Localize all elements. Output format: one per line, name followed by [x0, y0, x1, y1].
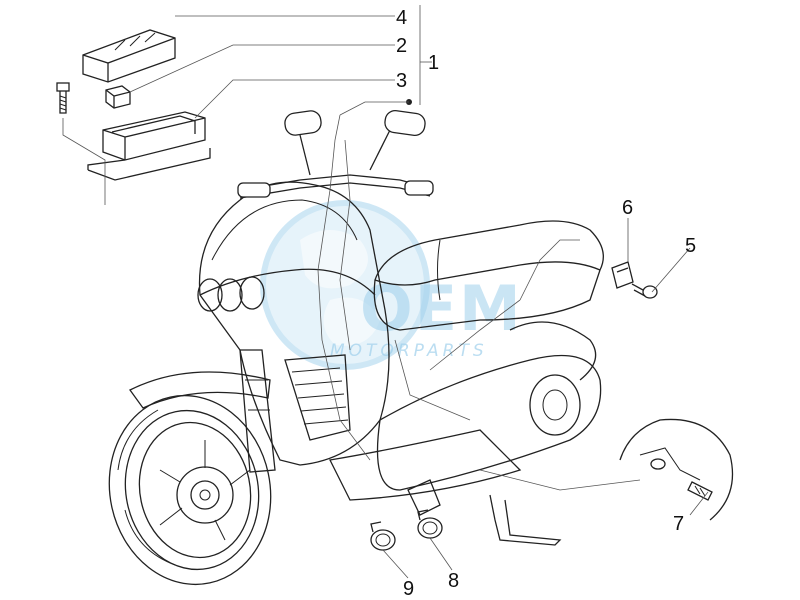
part-7-detail [619, 418, 734, 521]
callout-5: 5 [685, 235, 696, 257]
side-stand [489, 494, 562, 546]
floorboard [329, 429, 522, 501]
part-screw-left [56, 82, 106, 205]
watermark-sub-text: MOTORPARTS [330, 341, 488, 361]
callout-2: 2 [396, 35, 407, 57]
callout-3: 3 [396, 70, 407, 92]
rear-body [376, 354, 602, 491]
headlights [197, 276, 265, 312]
callout-7: 7 [673, 513, 684, 535]
callout-8: 8 [448, 570, 459, 592]
watermark-logo-text: OEM [360, 272, 523, 345]
part-9-clamp [370, 521, 396, 551]
part-6-clip [611, 261, 634, 289]
handlebars [237, 129, 434, 199]
scooter-illustration [108, 109, 641, 586]
leader-lines [129, 5, 709, 579]
seat [373, 220, 604, 331]
watermark: OEM MOTORPARTS [260, 200, 523, 370]
front-wheel [108, 394, 272, 586]
mirrors [284, 109, 426, 137]
part-2-clip [105, 85, 131, 109]
part-8-clamp [417, 509, 443, 539]
callout-4: 4 [396, 7, 407, 29]
front-shield [198, 181, 390, 466]
watermark-globe-icon [260, 200, 430, 370]
callout-9: 9 [403, 578, 414, 600]
callout-6: 6 [622, 197, 633, 219]
front-fork [239, 349, 276, 473]
part-4-box [82, 29, 176, 83]
part-5-screw [631, 283, 658, 299]
front-fender [129, 371, 271, 409]
part-3-tray [87, 111, 211, 181]
side-grille [284, 354, 351, 441]
callout-numbers: 4 2 1 3 6 5 7 8 9 [396, 7, 696, 600]
wiring-harness [317, 114, 641, 491]
callout-1: 1 [428, 52, 439, 74]
rear-wheel [529, 374, 581, 436]
